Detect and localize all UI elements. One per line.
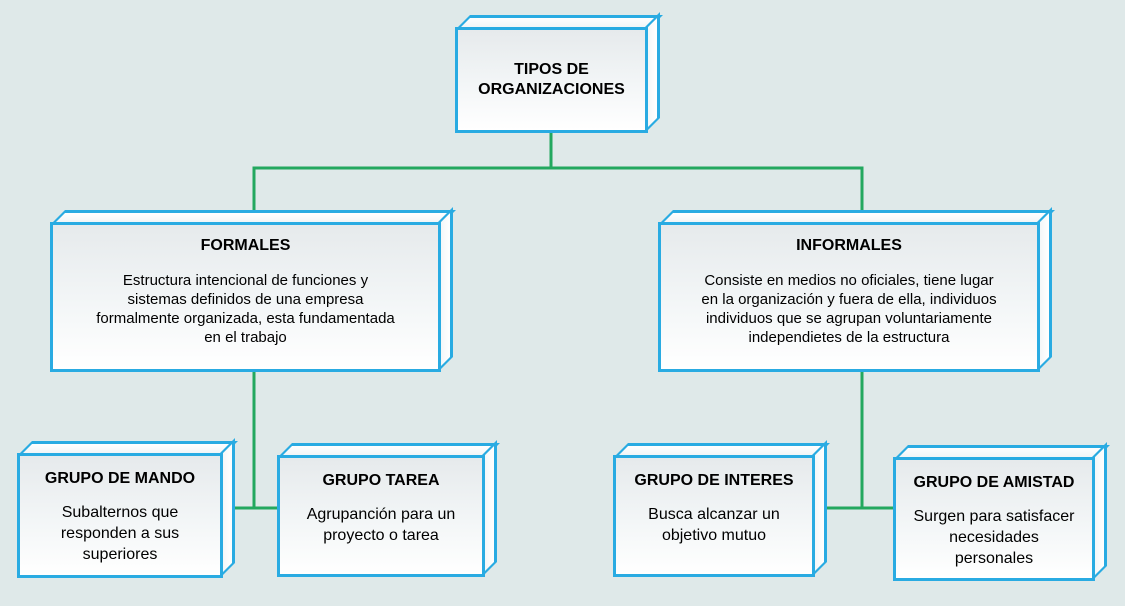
node-grupo-de-interes: GRUPO DE INTERES Busca alcanzar un objet… [613, 455, 815, 577]
node-title: GRUPO DE AMISTAD [913, 474, 1075, 491]
node-formales: FORMALES Estructura intencional de funci… [50, 222, 441, 372]
node-tipos-de-organizaciones: TIPOS DE ORGANIZACIONES [455, 27, 648, 133]
node-description: Agrupanción para un proyecto o tarea [306, 506, 456, 544]
node-title: GRUPO TAREA [322, 472, 440, 489]
node-description: Busca alcanzar un objetivo mutuo [648, 506, 780, 544]
node-title: GRUPO DE MANDO [44, 470, 196, 487]
node-description: Surgen para satisfacer necesidades perso… [913, 508, 1075, 567]
connector-path [150, 129, 950, 510]
node-description: Estructura intencional de funciones y si… [96, 272, 395, 346]
node-grupo-de-mando: GRUPO DE MANDO Subalternos que responden… [17, 453, 223, 578]
node-description: Subalternos que responden a sus superior… [60, 504, 180, 563]
node-title: TIPOS DE ORGANIZACIONES [478, 61, 625, 98]
node-description: Consiste en medios no oficiales, tiene l… [701, 272, 997, 346]
node-grupo-tarea: GRUPO TAREA Agrupanción para un proyecto… [277, 455, 485, 577]
node-title: FORMALES [200, 237, 291, 254]
node-title: INFORMALES [796, 237, 902, 254]
node-grupo-de-amistad: GRUPO DE AMISTAD Surgen para satisfacer … [893, 457, 1095, 581]
node-title: GRUPO DE INTERES [634, 472, 794, 489]
node-informales: INFORMALES Consiste en medios no oficial… [658, 222, 1040, 372]
